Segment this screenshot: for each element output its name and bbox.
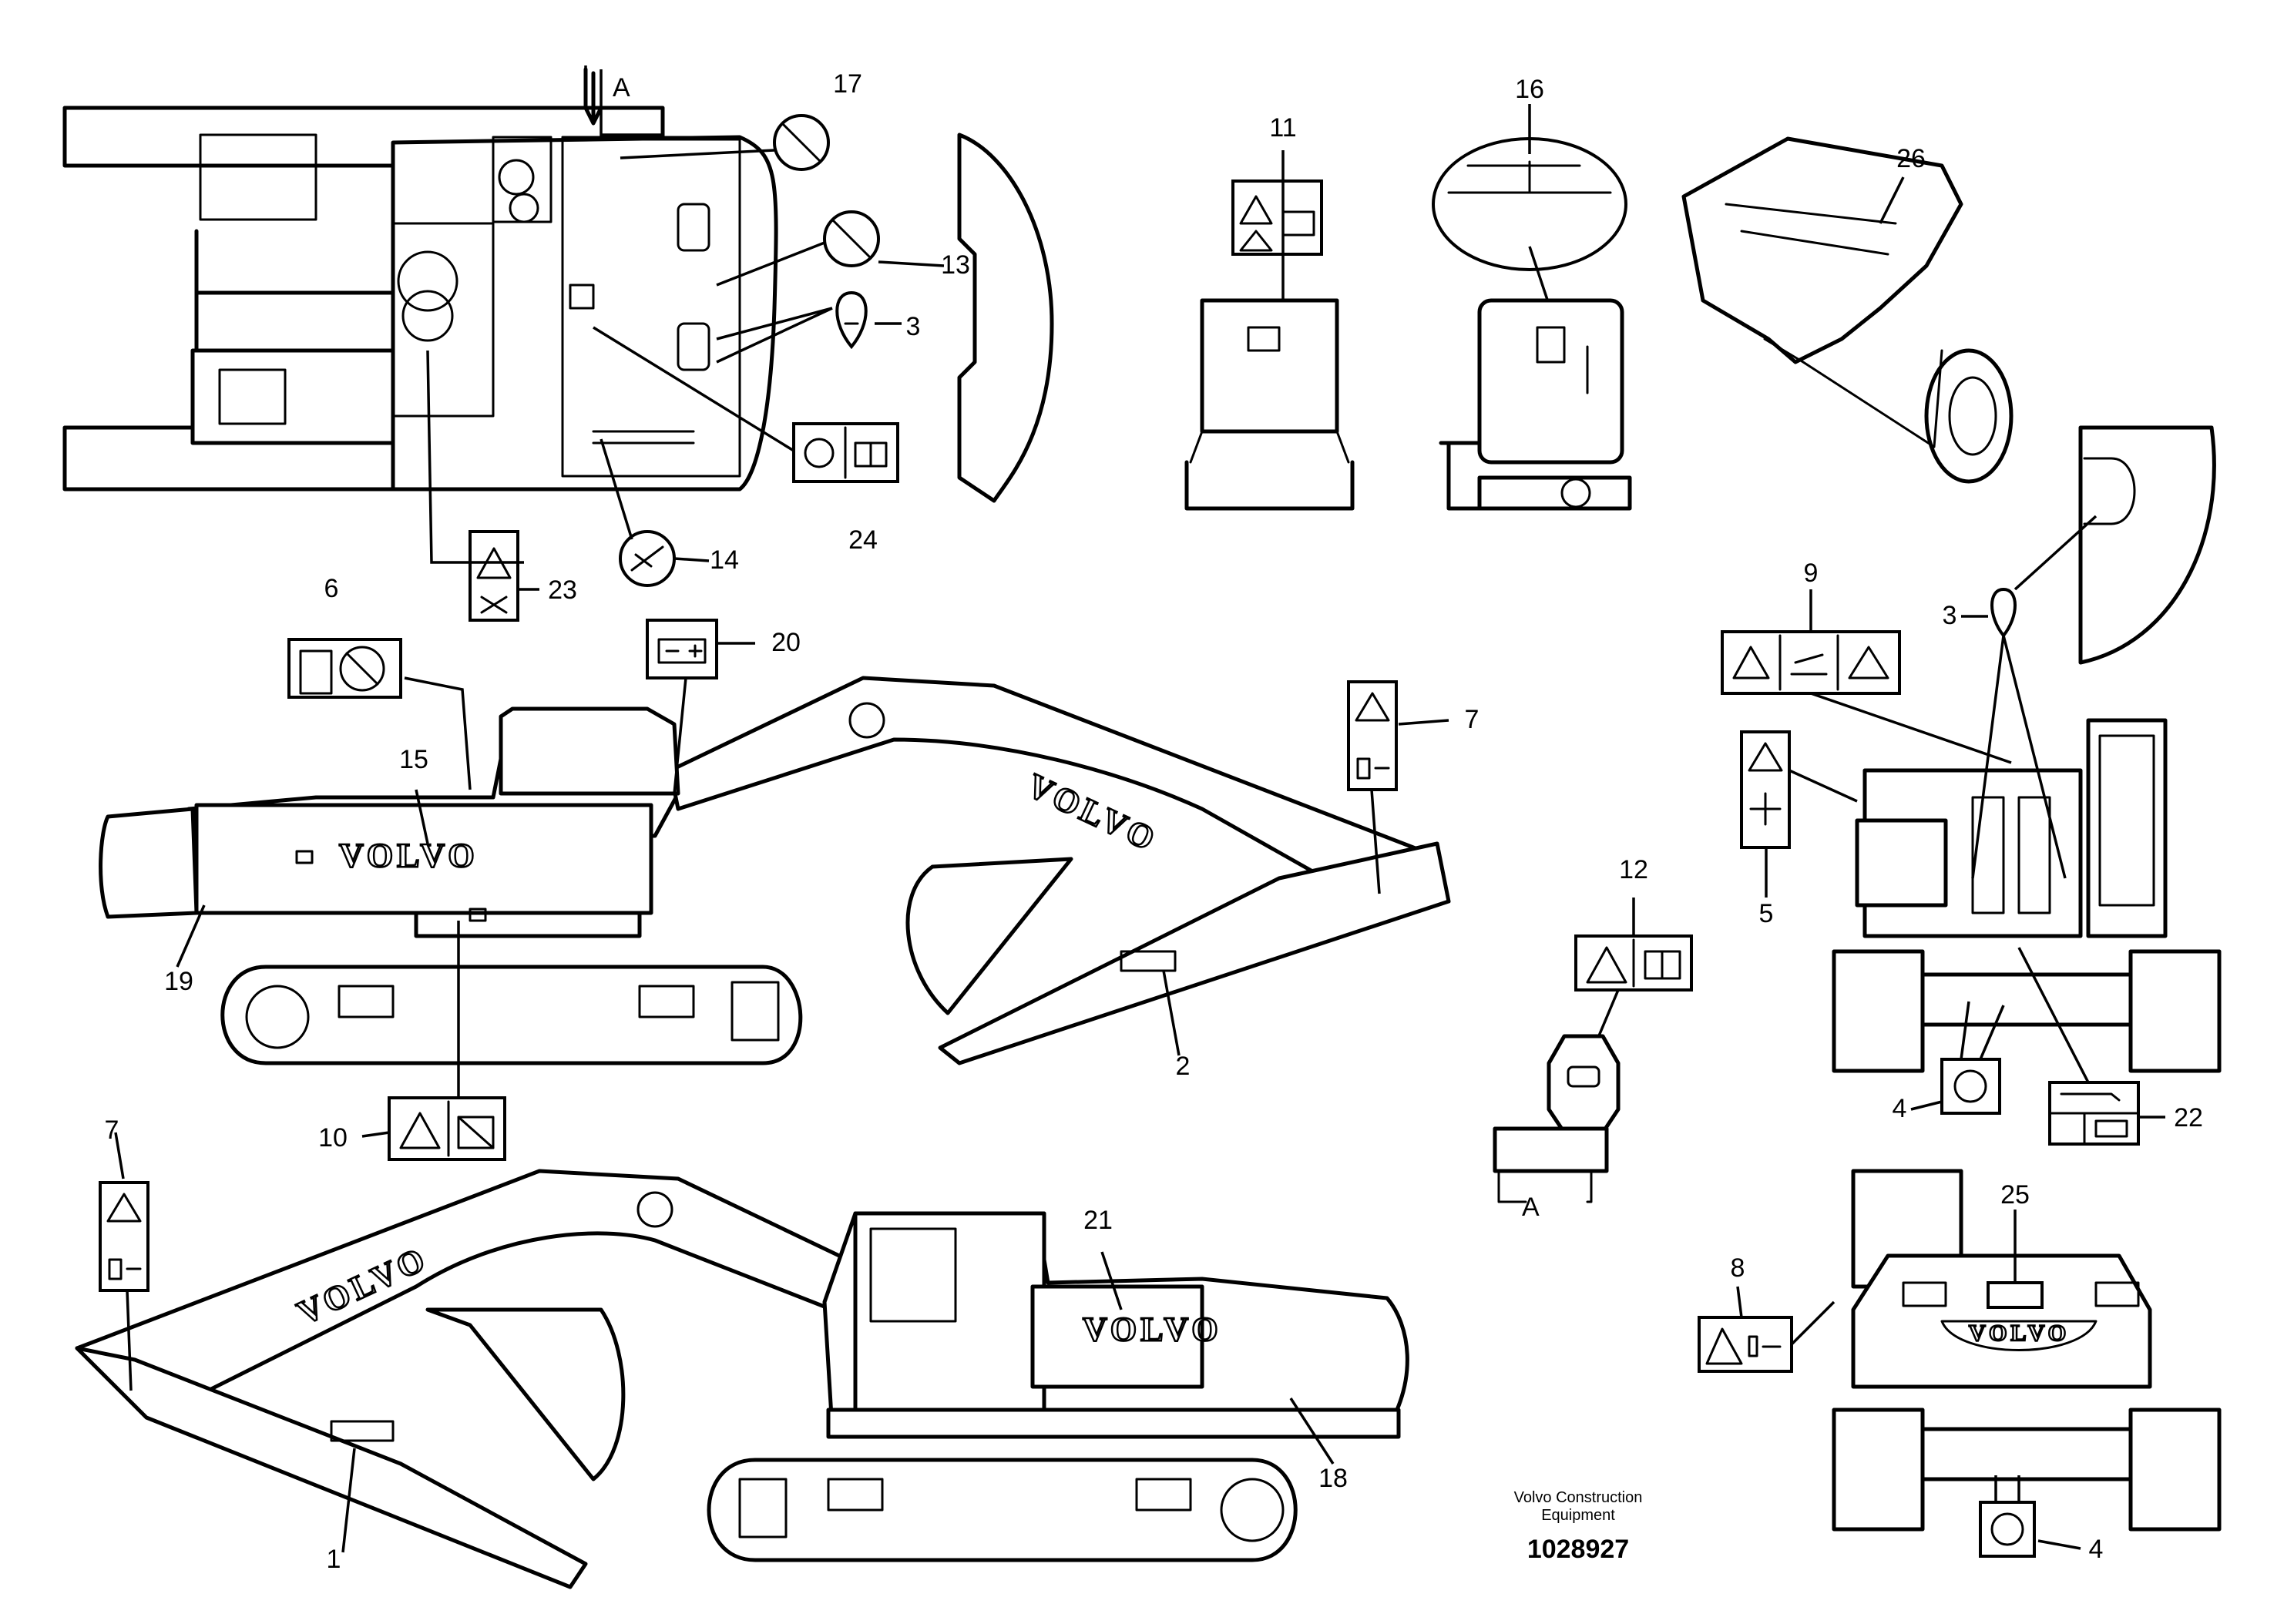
decal-4-icon — [1940, 1058, 2001, 1115]
volvo-logo-side: VOLVO — [339, 837, 479, 874]
callout-15: 15 — [399, 745, 428, 774]
rear-view-excavator — [1832, 425, 2222, 1073]
callout-6: 6 — [324, 574, 339, 603]
section-a-detail — [1493, 1034, 1621, 1203]
decal-14-icon — [619, 530, 676, 587]
decal-17-icon — [773, 114, 830, 171]
callout-19: 19 — [164, 967, 193, 996]
callout-11: 11 — [1269, 113, 1296, 143]
decal-10-icon — [388, 1096, 506, 1161]
callout-1: 1 — [327, 1545, 341, 1574]
callout-21: 21 — [1083, 1206, 1113, 1235]
side-view-excavator-right: VOLVO VOLVO — [99, 676, 1451, 1065]
decal-11-icon — [1231, 180, 1323, 256]
lifting-point-decal-3-icon — [835, 290, 868, 350]
side-view-excavator-left: VOLVO VOLVO — [75, 1169, 1409, 1589]
callout-20: 20 — [771, 628, 801, 657]
callout-18: 18 — [1318, 1464, 1348, 1493]
hydraulic-tank-shape — [1439, 298, 1632, 511]
callout-8: 8 — [1731, 1253, 1745, 1283]
decal-9-icon — [1721, 630, 1901, 695]
callout-9: 9 — [1804, 559, 1819, 588]
decal-7-icon — [1347, 680, 1398, 791]
callout-4: 4 — [1893, 1094, 1907, 1123]
rear-view-excavator-2: VOLVO — [1832, 1169, 2222, 1532]
lifting-point-decal-3-rear-icon — [1990, 587, 2017, 639]
callout-7-bottom: 7 — [105, 1116, 119, 1145]
top-view-excavator — [62, 65, 778, 492]
decal-23-icon — [469, 530, 519, 622]
footer-company-line2: Equipment — [1541, 1507, 1615, 1524]
callout-12: 12 — [1619, 855, 1648, 884]
decal-25-icon — [1987, 1281, 2044, 1309]
fuel-tank-shape — [1184, 298, 1355, 511]
callout-3-rear: 3 — [1943, 601, 1957, 630]
battery-decal-20-icon — [646, 619, 718, 679]
decal-13-icon — [823, 210, 880, 267]
decal-8-icon — [1698, 1316, 1793, 1373]
decal-24-icon — [792, 422, 899, 483]
callout-24: 24 — [848, 525, 878, 555]
decal-6-icon — [287, 638, 402, 699]
callout-17: 17 — [833, 69, 862, 99]
callout-25: 25 — [2000, 1180, 2030, 1210]
callout-4-bottom: 4 — [2089, 1535, 2104, 1564]
callout-10: 10 — [318, 1123, 348, 1153]
callout-26: 26 — [1896, 144, 1926, 173]
decal-4-bottom-icon — [1979, 1501, 2036, 1558]
callout-22: 22 — [2174, 1103, 2203, 1132]
footer-company-line1: Volvo Construction — [1514, 1489, 1643, 1506]
counterweight-shape — [957, 133, 1054, 503]
callout-14: 14 — [710, 545, 739, 575]
decal-5-icon — [1740, 730, 1791, 849]
section-marker-label: A — [613, 73, 630, 102]
callout-23: 23 — [548, 575, 577, 605]
section-a-label: A — [1522, 1193, 1540, 1222]
volvo-logo-rear-2: VOLVO — [1969, 1320, 2070, 1346]
decal-22-icon — [2048, 1081, 2140, 1146]
callout-16: 16 — [1515, 75, 1544, 104]
callout-3: 3 — [906, 312, 921, 341]
decal-7-bottom-icon — [99, 1181, 149, 1292]
decal-16-icon — [1432, 137, 1627, 271]
engine-shape — [1681, 136, 2014, 484]
volvo-logo-rear: VOLVO — [1083, 1310, 1222, 1348]
callout-7: 7 — [1465, 705, 1480, 734]
footer-part-number: 1028927 — [1527, 1535, 1629, 1564]
callout-5: 5 — [1759, 899, 1774, 928]
decal-12-icon — [1574, 934, 1693, 992]
callout-13: 13 — [941, 250, 970, 280]
section-arrow — [583, 71, 603, 126]
callout-2: 2 — [1176, 1052, 1191, 1081]
